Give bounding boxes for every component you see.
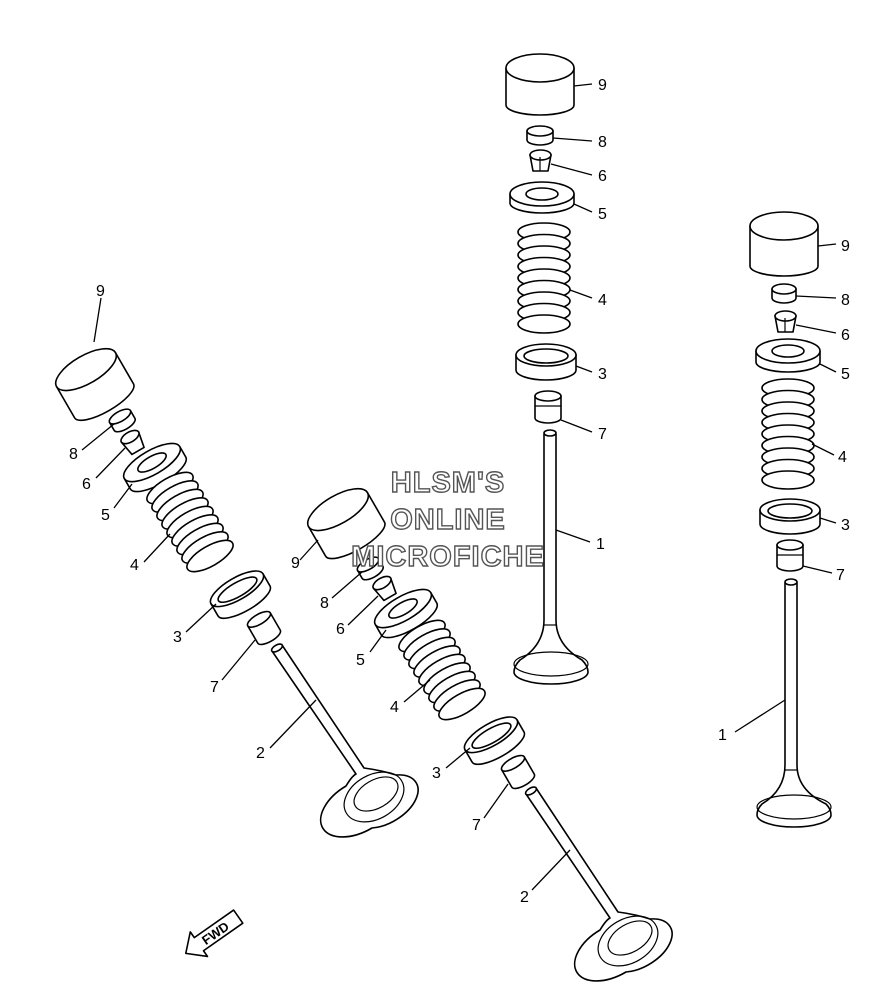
- spring-seat-right: [759, 498, 821, 535]
- valve-cotter-left: [120, 429, 145, 456]
- assembly-right: [749, 211, 832, 828]
- callout-tm-4: 4: [598, 292, 607, 309]
- spring-coil: [438, 687, 486, 721]
- spring-coil: [186, 539, 234, 573]
- valve-lifter-left: [54, 347, 135, 422]
- valve-left: [270, 643, 419, 838]
- spring-retainer-right: [755, 338, 821, 373]
- valve-cotter-right: [774, 310, 797, 333]
- callout-c-4: 4: [390, 699, 399, 716]
- stem-seal-left: [246, 610, 282, 646]
- callout-tm-1: 1: [596, 536, 605, 553]
- assembly-top-middle: [505, 53, 589, 685]
- valve-lifter-right: [749, 211, 819, 277]
- valve-shim-center: [356, 556, 384, 581]
- valve-right: [756, 578, 832, 828]
- valve-lifter-center: [306, 487, 386, 560]
- spring-coil: [517, 314, 571, 334]
- spring-seat-center: [463, 716, 526, 766]
- valve-spring-center: [398, 619, 486, 721]
- callout-tm-6: 6: [598, 168, 607, 185]
- callout-r-8: 8: [841, 292, 850, 309]
- stem-seal-center: [500, 754, 536, 790]
- callout-c-3: 3: [432, 765, 441, 782]
- spring-coil: [761, 470, 815, 490]
- callout-tm-8: 8: [598, 134, 607, 151]
- callout-r-4: 4: [838, 449, 847, 466]
- leader-lines: [81, 83, 837, 891]
- callout-r-1: 1: [718, 727, 727, 744]
- callout-l-3: 3: [173, 629, 182, 646]
- spring-seat-left: [209, 570, 272, 620]
- callout-l-4: 4: [130, 557, 139, 574]
- stem-seal-top-middle: [534, 390, 562, 424]
- callout-labels: 9 8 6 5 4 3 7 1 9 8 6 5 4 3 7 1 9 8 6 5 …: [69, 77, 850, 906]
- callout-l-8: 8: [69, 446, 78, 463]
- valve-spring-right: [761, 378, 815, 490]
- valve-cotter-center: [372, 575, 397, 602]
- callout-tm-3: 3: [598, 366, 607, 383]
- callout-tm-7: 7: [598, 426, 607, 443]
- assembly-center: [306, 487, 673, 982]
- callout-c-8: 8: [320, 595, 329, 612]
- callout-tm-5: 5: [598, 206, 607, 223]
- callout-r-6: 6: [841, 327, 850, 344]
- valve-cotter-top-middle: [529, 149, 552, 172]
- callout-c-9: 9: [291, 555, 300, 572]
- fwd-arrow-icon: FWD: [184, 909, 244, 958]
- callout-l-6: 6: [82, 476, 91, 493]
- callout-c-5: 5: [356, 652, 365, 669]
- spring-retainer-center: [373, 588, 439, 639]
- watermark-line-1: HLSM'S: [391, 467, 505, 499]
- valve-spring-left: [146, 471, 234, 573]
- callout-c-2: 2: [520, 889, 529, 906]
- callout-l-2: 2: [256, 745, 265, 762]
- callout-l-9: 9: [96, 283, 105, 300]
- spring-retainer-left: [122, 442, 188, 493]
- valve-lifter-top-middle: [505, 53, 575, 116]
- callout-r-3: 3: [841, 517, 850, 534]
- watermark-line-2: ONLINE: [390, 504, 506, 536]
- stem-seal-right: [776, 539, 804, 572]
- callout-r-7: 7: [836, 567, 845, 584]
- callout-l-7: 7: [210, 679, 219, 696]
- watermark-line-3: MICROFICHE: [351, 541, 545, 573]
- spring-retainer-top-middle: [509, 181, 575, 214]
- callout-c-7: 7: [472, 817, 481, 834]
- watermark: HLSM'S ONLINE MICROFICHE: [350, 466, 545, 573]
- valve-shim-left: [108, 408, 136, 433]
- valve-shim-right: [771, 283, 797, 304]
- valve-center: [524, 786, 673, 982]
- spring-seat-top-middle: [515, 343, 577, 381]
- callout-tm-9: 9: [598, 77, 607, 94]
- assembly-left: [54, 347, 419, 838]
- callout-c-6: 6: [336, 621, 345, 638]
- valve-top-middle: [513, 429, 589, 685]
- valve-shim-top-middle: [526, 125, 554, 146]
- callout-l-5: 5: [101, 507, 110, 524]
- callout-r-5: 5: [841, 366, 850, 383]
- valve-spring-top-middle: [517, 222, 571, 334]
- callout-r-9: 9: [841, 238, 850, 255]
